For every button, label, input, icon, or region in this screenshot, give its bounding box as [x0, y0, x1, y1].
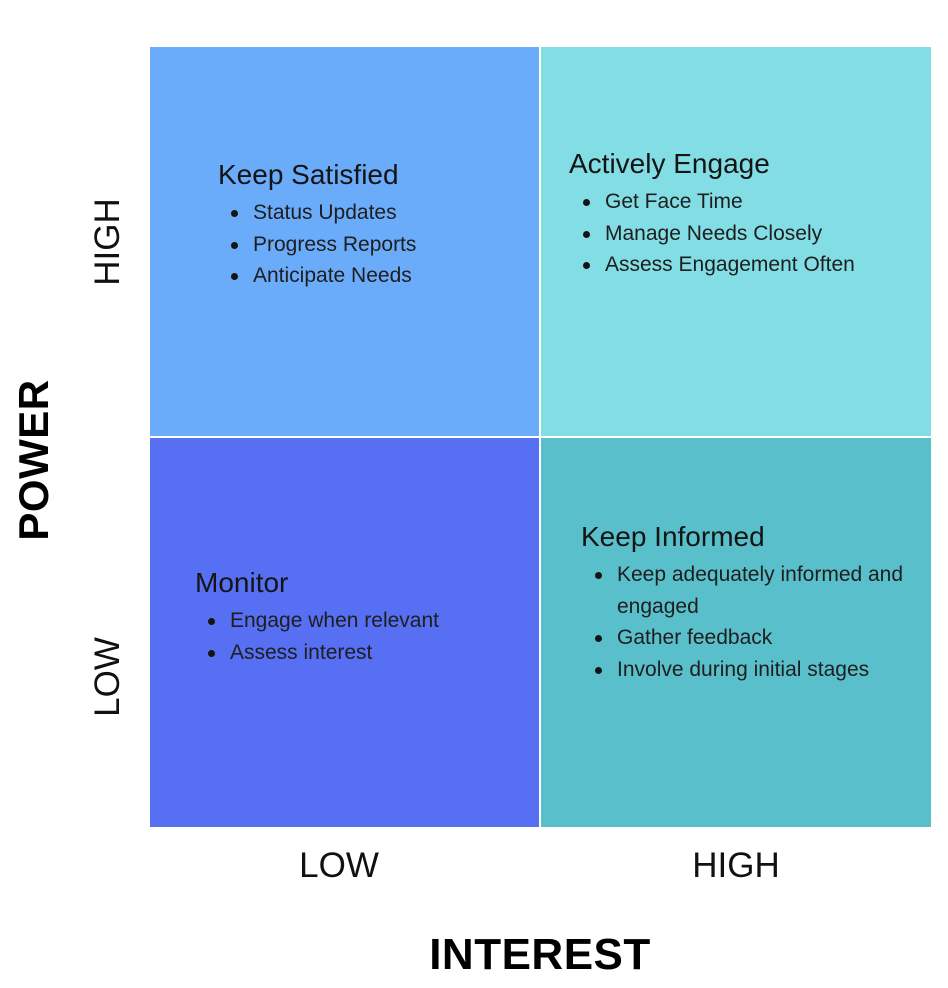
quadrant-keep-satisfied: Keep Satisfied Status Updates Progress R…: [150, 47, 539, 436]
list-item: Get Face Time: [579, 186, 899, 218]
power-interest-grid: Keep Satisfied Status Updates Progress R…: [150, 47, 931, 827]
list-item: Anticipate Needs: [227, 260, 416, 292]
list-item: Gather feedback: [591, 622, 911, 654]
x-axis-high-label: HIGH: [692, 846, 780, 885]
list-item: Keep adequately informed and engaged: [591, 559, 911, 622]
keep-informed-title: Keep Informed: [581, 521, 765, 552]
monitor-title: Monitor: [195, 567, 289, 598]
quadrant-actively-engage: Actively Engage Get Face Time Manage Nee…: [541, 47, 931, 436]
y-axis-title: POWER: [10, 379, 57, 541]
actively-engage-block: Actively Engage Get Face Time Manage Nee…: [569, 146, 899, 281]
keep-satisfied-block: Keep Satisfied Status Updates Progress R…: [218, 157, 416, 292]
y-axis-low-label: LOW: [88, 637, 127, 717]
list-item: Assess Engagement Often: [579, 249, 899, 281]
list-item: Involve during initial stages: [591, 654, 911, 686]
list-item: Manage Needs Closely: [579, 218, 899, 250]
actively-engage-list: Get Face Time Manage Needs Closely Asses…: [579, 186, 899, 281]
keep-informed-block: Keep Informed Keep adequately informed a…: [581, 519, 911, 685]
quadrant-keep-informed: Keep Informed Keep adequately informed a…: [541, 438, 931, 827]
monitor-list: Engage when relevant Assess interest: [204, 605, 439, 668]
keep-satisfied-list: Status Updates Progress Reports Anticipa…: [227, 197, 416, 292]
quadrant-monitor: Monitor Engage when relevant Assess inte…: [150, 438, 539, 827]
list-item: Status Updates: [227, 197, 416, 229]
monitor-block: Monitor Engage when relevant Assess inte…: [195, 565, 439, 668]
list-item: Assess interest: [204, 637, 439, 669]
list-item: Progress Reports: [227, 229, 416, 261]
x-axis-title: INTEREST: [429, 930, 651, 979]
keep-satisfied-title: Keep Satisfied: [218, 159, 399, 190]
y-axis-high-label: HIGH: [88, 198, 127, 286]
list-item: Engage when relevant: [204, 605, 439, 637]
x-axis-low-label: LOW: [299, 846, 379, 885]
actively-engage-title: Actively Engage: [569, 148, 770, 179]
keep-informed-list: Keep adequately informed and engaged Gat…: [591, 559, 911, 685]
